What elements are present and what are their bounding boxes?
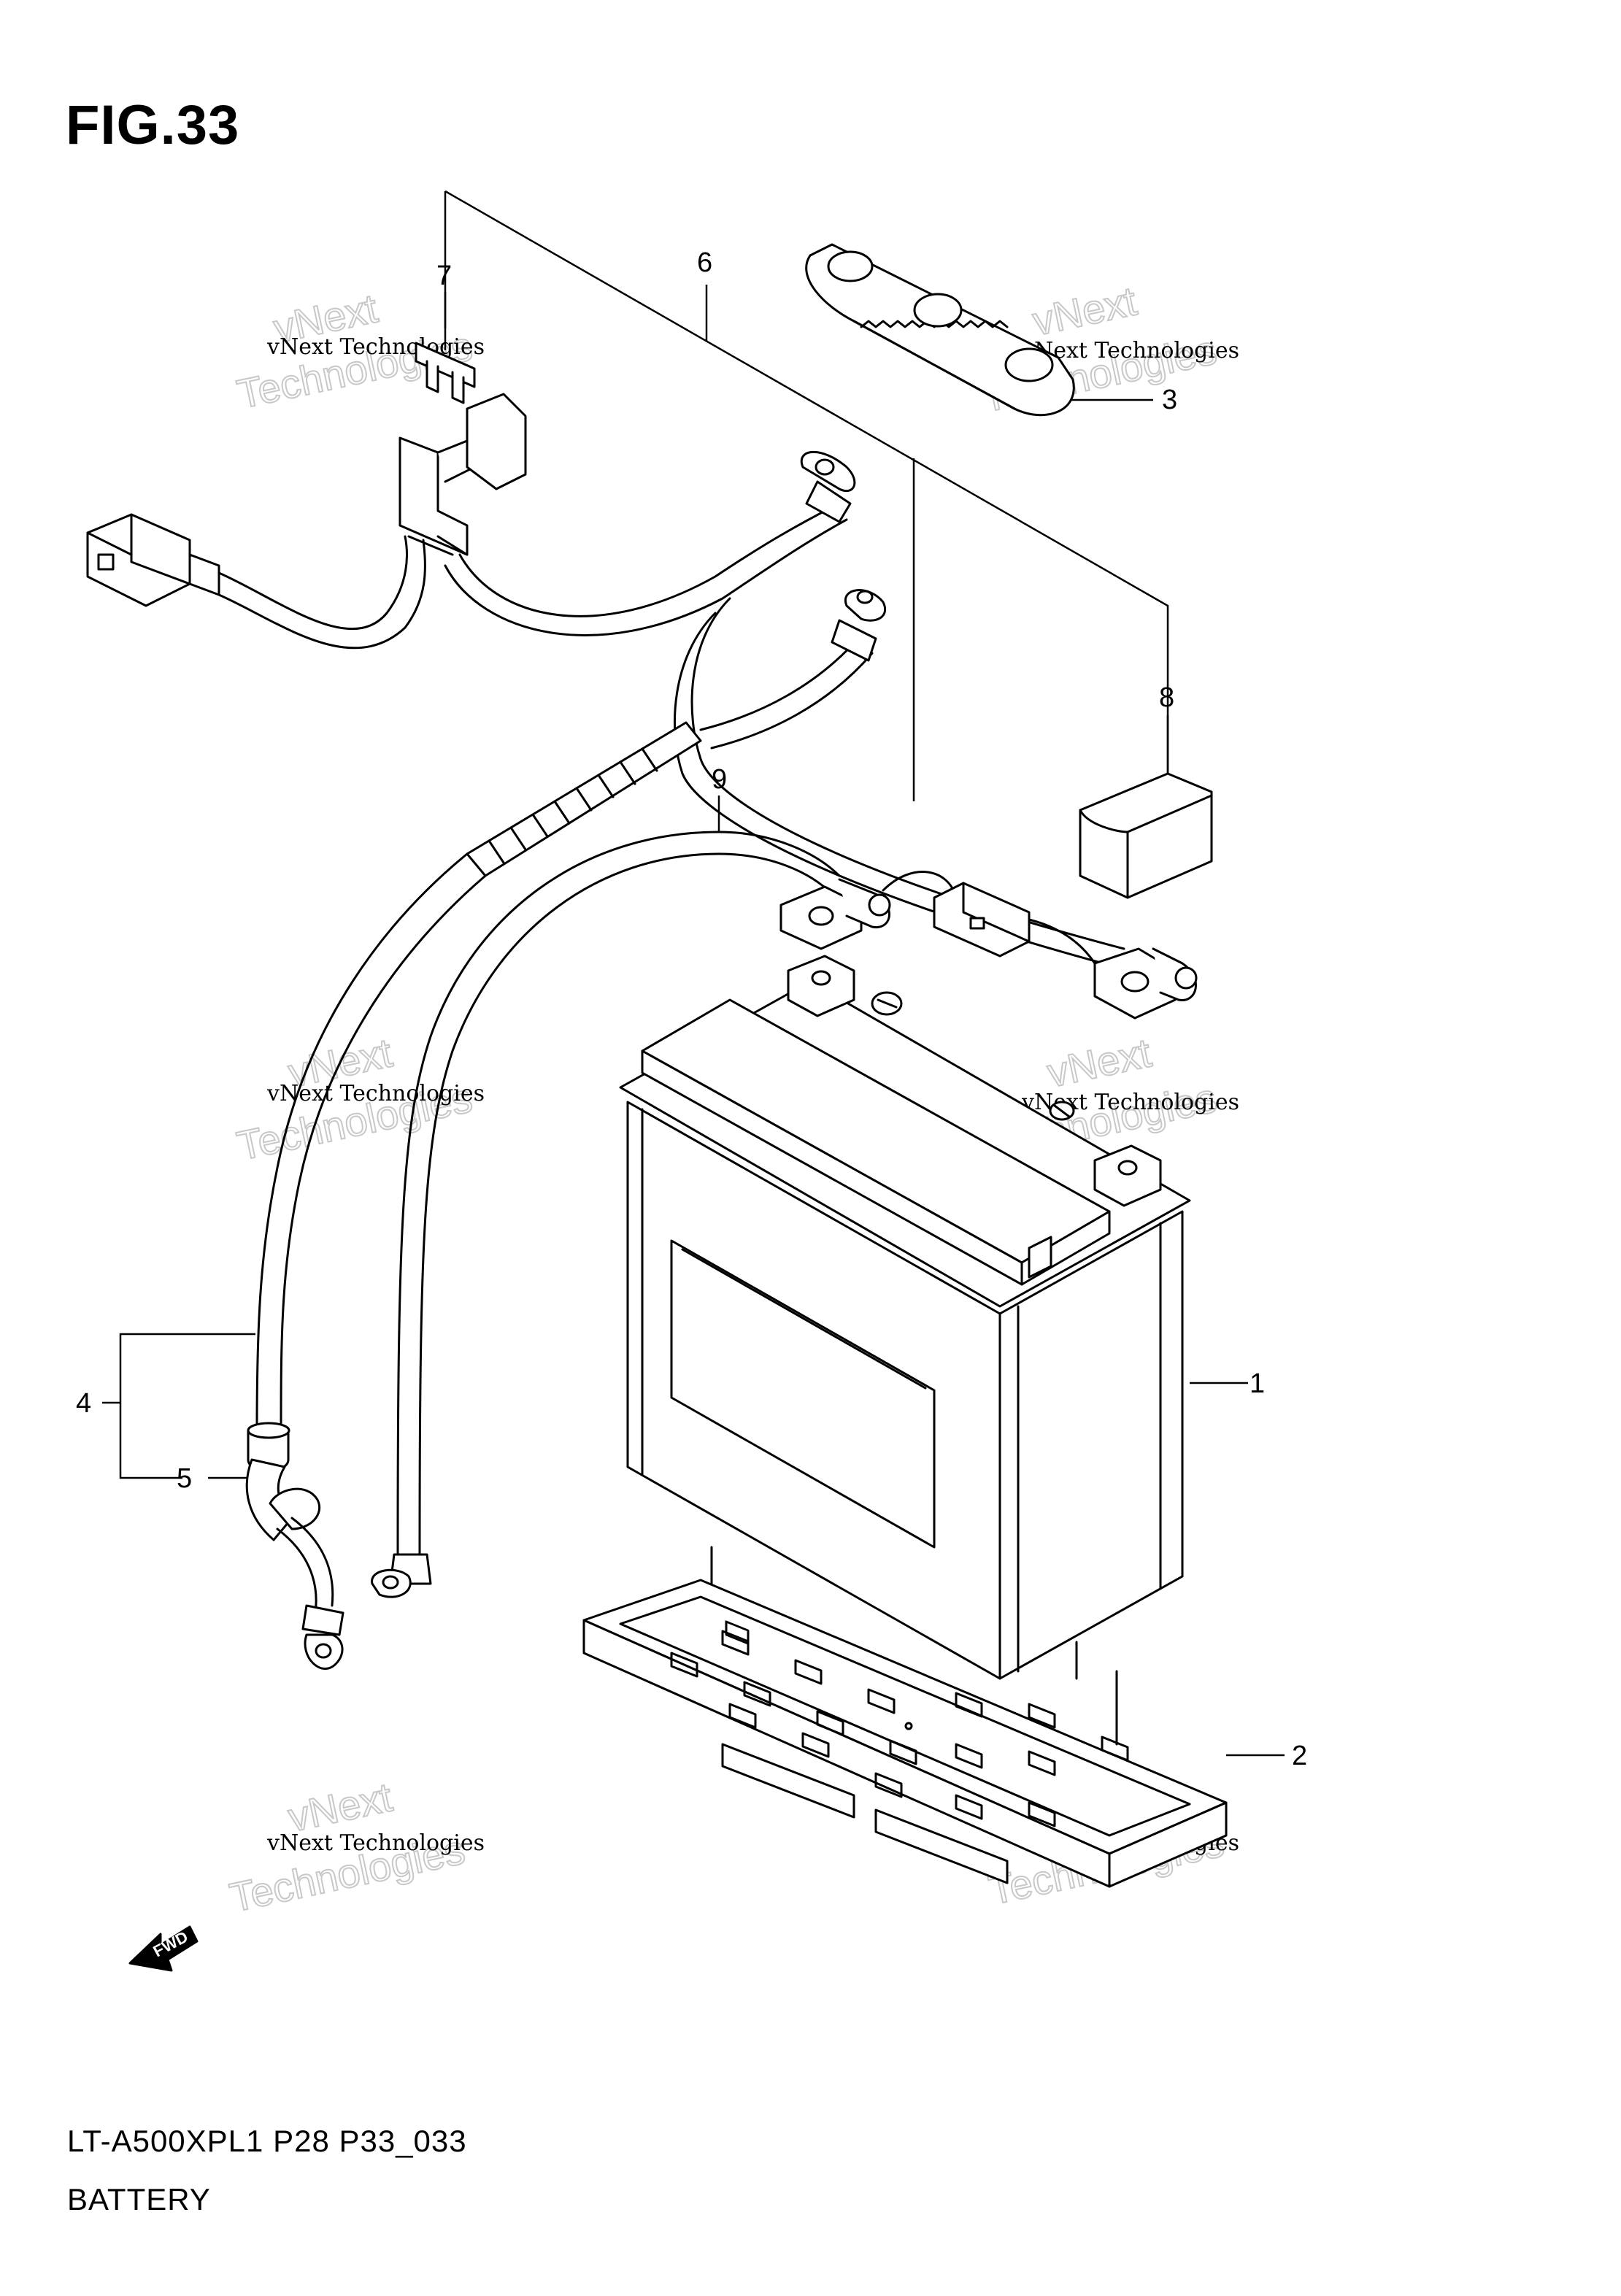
part-7-fuse [415,342,476,404]
callout-2: 2 [1292,1741,1307,1771]
figure-title: FIG.33 [66,94,240,156]
callout-4: 4 [76,1388,91,1419]
part-6-wire-harness [86,393,1198,1432]
callout-5: 5 [177,1463,192,1494]
watermark-top-left: Technologies vNext vNext Technologies [232,284,485,417]
section-name: BATTERY [67,2182,211,2216]
watermark-small-text: vNext Technologies [266,334,485,360]
fwd-direction-icon: FWD [128,1925,199,1972]
part-1-battery [619,955,1191,1680]
callout-7: 7 [436,261,452,291]
watermark-big-text-2: vNext [1043,1029,1155,1095]
part-9-battery-lead [371,831,1096,1598]
callout-numbers: 1 2 3 4 5 6 7 8 9 [76,247,1307,1771]
part-8-terminal-cover [1079,772,1213,899]
callout-8: 8 [1159,682,1174,713]
callout-leaders [102,190,1285,1757]
watermark-small-text: vNext Technologies [266,1830,485,1856]
part-5-terminal-boot [245,1458,344,1670]
watermark-bottom-left: Technologies vNext vNext Technologies [225,1773,485,1921]
part-3-battery-band [805,243,1075,417]
callout-3: 3 [1162,385,1177,415]
model-code: LT-A500XPL1 P28 P33_033 [67,2124,467,2158]
watermark-mid-left: Technologies vNext vNext Technologies [232,1028,485,1169]
watermark-big-text-2: vNext [1028,277,1141,344]
watermark-small-text: vNext Technologies [266,1081,485,1106]
callout-1: 1 [1250,1368,1265,1399]
part-2-battery-tray [582,1546,1228,1888]
callout-6: 6 [697,247,712,278]
